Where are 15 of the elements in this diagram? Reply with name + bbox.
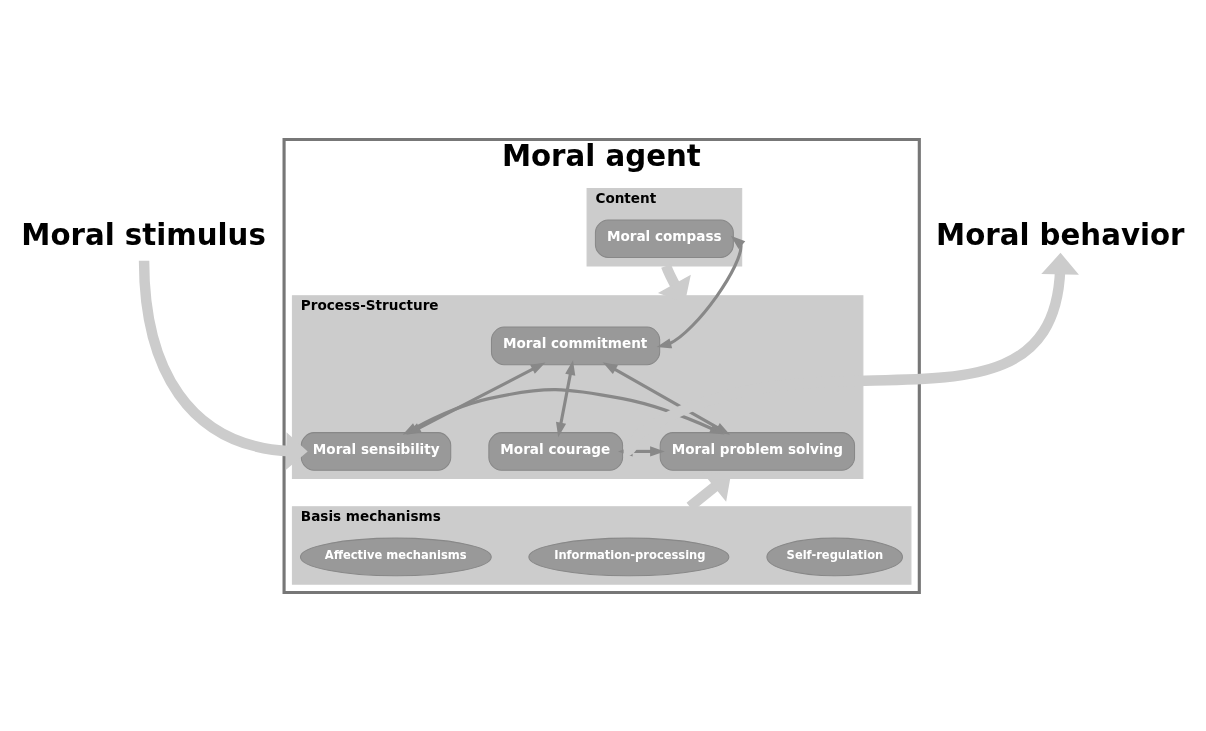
arrow	[602, 361, 731, 435]
node-ellipse: Affective mechanisms	[299, 537, 492, 576]
node-box: Moral sensibility	[300, 431, 452, 471]
node-box: Moral commitment	[490, 326, 661, 365]
arrow	[656, 235, 746, 348]
node-ellipse: Self-regulation	[766, 537, 903, 576]
arrow	[622, 252, 1079, 456]
node-text: Moral stimulus	[21, 217, 266, 252]
node-text: Moral behavior	[936, 217, 1185, 252]
arrow	[555, 359, 576, 437]
node-box: Moral courage	[488, 431, 624, 471]
node-ellipse: Information-processing	[528, 537, 730, 576]
node-box: Moral problem solving	[659, 431, 856, 471]
node-box: Moral compass	[594, 218, 734, 258]
arrow	[138, 260, 308, 470]
